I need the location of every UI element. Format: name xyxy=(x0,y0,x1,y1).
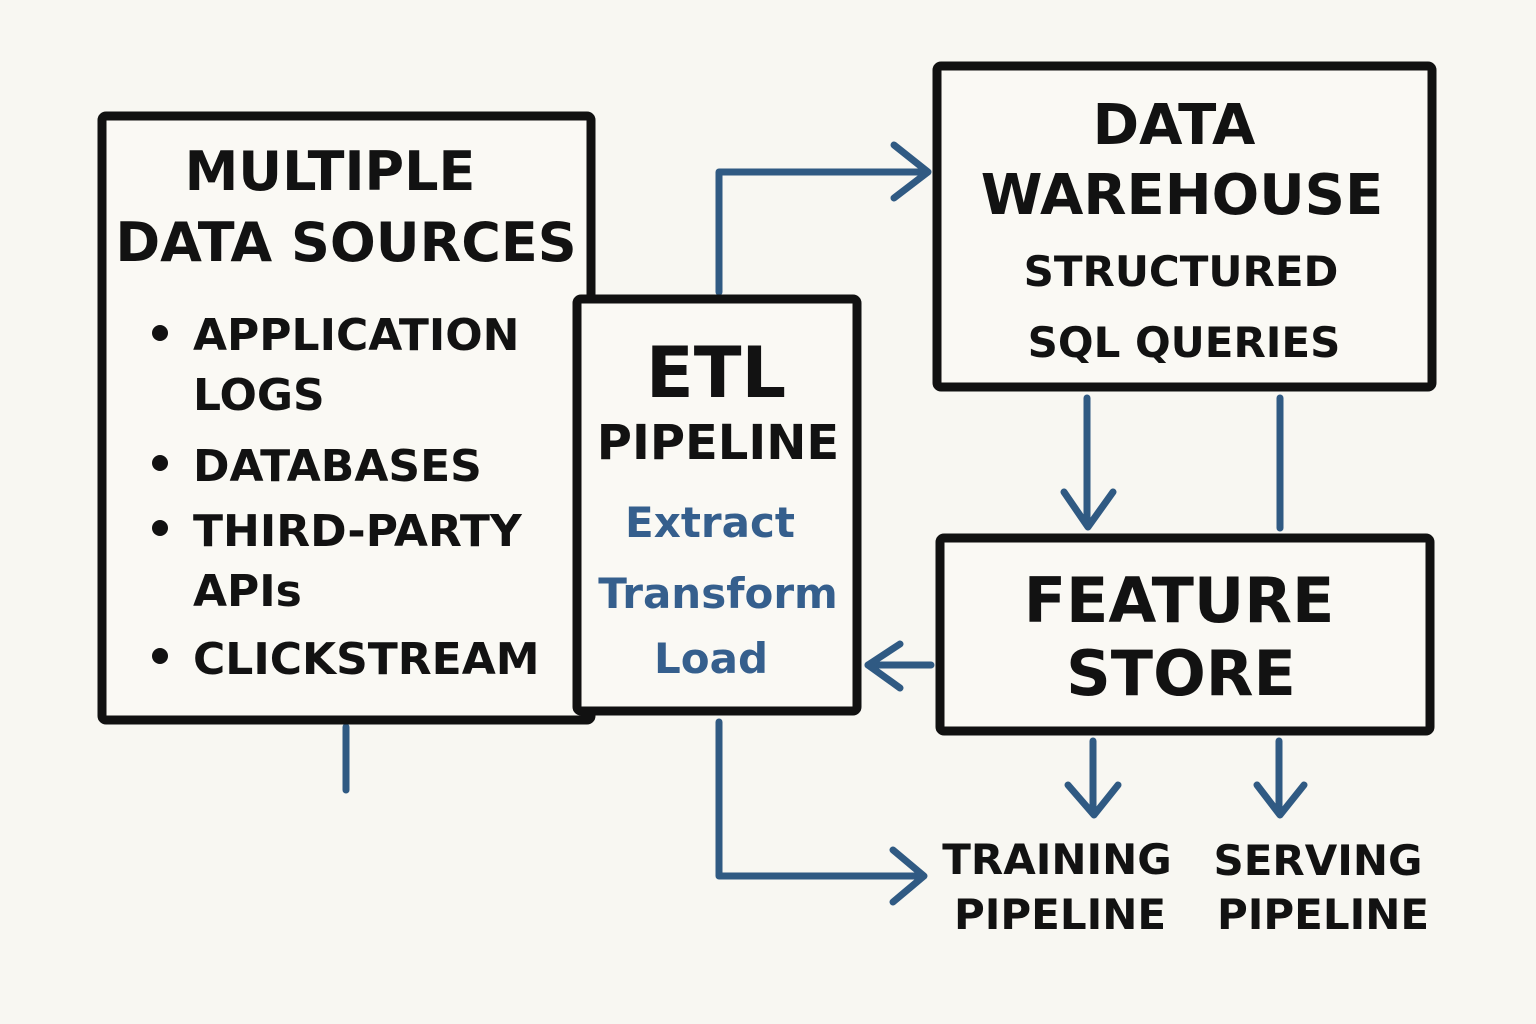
bullet-databases xyxy=(152,455,168,471)
bullet-clickstream xyxy=(152,648,168,664)
source-third-party-apis-line2: APIs xyxy=(193,566,302,617)
serving-pipeline-line1: SERVING xyxy=(1213,836,1422,885)
warehouse-title-line1: DATA xyxy=(1093,93,1256,158)
etl-title: ETL xyxy=(646,332,786,414)
arrowhead-training xyxy=(889,846,928,906)
warehouse-title-line2: WAREHOUSE xyxy=(981,163,1384,228)
data-warehouse-box: DATA WAREHOUSE STRUCTURED SQL QUERIES xyxy=(932,61,1437,392)
etl-pipeline-box: ETL PIPELINE Extract Transform Load xyxy=(572,294,862,716)
arrowhead-feature-store xyxy=(1060,488,1117,531)
source-databases: DATABASES xyxy=(193,441,482,492)
training-pipeline-line1: TRAINING xyxy=(942,835,1172,884)
training-pipeline-line2: PIPELINE xyxy=(954,890,1166,939)
data-sources-title-line1: MULTIPLE xyxy=(185,140,476,203)
etl-subtitle: PIPELINE xyxy=(597,415,839,471)
warehouse-line-structured: STRUCTURED xyxy=(1024,247,1339,296)
source-clickstream: CLICKSTREAM xyxy=(193,634,540,685)
feature-store-box: FEATURE STORE xyxy=(935,533,1435,736)
bullet-application-logs xyxy=(152,325,168,341)
etl-step-transform: Transform xyxy=(598,569,838,618)
etl-step-extract: Extract xyxy=(625,498,795,547)
serving-pipeline-line2: PIPELINE xyxy=(1217,890,1429,939)
arrowhead-etl xyxy=(864,640,904,692)
feature-store-title-line1: FEATURE xyxy=(1024,564,1335,637)
source-application-logs-line1: APPLICATION xyxy=(193,310,520,361)
warehouse-line-sql-queries: SQL QUERIES xyxy=(1028,318,1341,367)
etl-step-load: Load xyxy=(654,634,768,683)
bullet-third-party-apis xyxy=(152,520,168,536)
arrowhead-warehouse xyxy=(890,141,932,202)
data-sources-border xyxy=(97,111,596,725)
arrowhead-training-top xyxy=(1064,781,1122,819)
connectors xyxy=(342,141,1308,906)
arrow-etl-to-training xyxy=(715,718,926,880)
feature-store-border xyxy=(935,533,1435,736)
etl-pipeline-border xyxy=(572,294,862,716)
source-third-party-apis-line1: THIRD-PARTY xyxy=(193,506,523,557)
outputs: TRAINING PIPELINE SERVING PIPELINE xyxy=(942,835,1429,939)
data-sources-title-line2: DATA SOURCES xyxy=(115,211,576,274)
feature-store-title-line2: STORE xyxy=(1066,637,1296,710)
source-application-logs-line2: LOGS xyxy=(193,370,325,421)
arrowhead-serving-top xyxy=(1253,781,1308,819)
arrow-etl-to-warehouse xyxy=(715,168,930,296)
data-warehouse-border xyxy=(932,61,1437,392)
data-sources-box: MULTIPLE DATA SOURCES APPLICATION LOGS D… xyxy=(97,111,596,725)
